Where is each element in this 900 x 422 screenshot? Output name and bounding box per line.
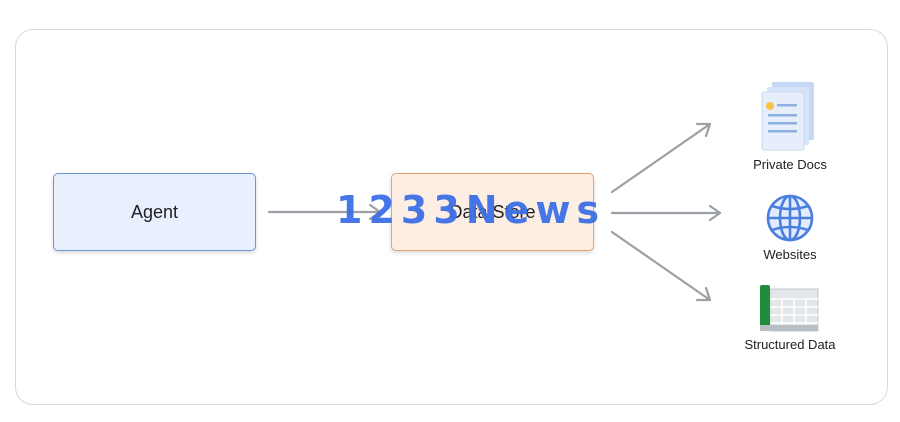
agent-label: Agent	[130, 201, 179, 222]
agent-node: Agent	[53, 173, 256, 251]
arrow-store-to-docs	[610, 122, 712, 194]
arrowhead-agent-to-store	[368, 203, 382, 221]
spreadsheet-icon	[760, 285, 819, 332]
source-label-private-docs: Private Docs	[753, 157, 827, 172]
arrowhead-store-to-websites	[708, 204, 722, 222]
arrow-store-to-structured	[610, 230, 712, 302]
source-label-structured-data: Structured Data	[744, 337, 836, 352]
arrowhead-store-to-docs	[695, 122, 712, 138]
arrowhead-store-to-structured	[695, 286, 712, 302]
data-store-node: Data Store	[391, 173, 594, 251]
globe-icon	[766, 194, 814, 242]
watermark-text: 1233News	[336, 188, 606, 232]
source-label-websites: Websites	[763, 247, 817, 262]
data-store-label: Data Store	[449, 201, 536, 222]
document-stack-icon	[761, 82, 814, 151]
